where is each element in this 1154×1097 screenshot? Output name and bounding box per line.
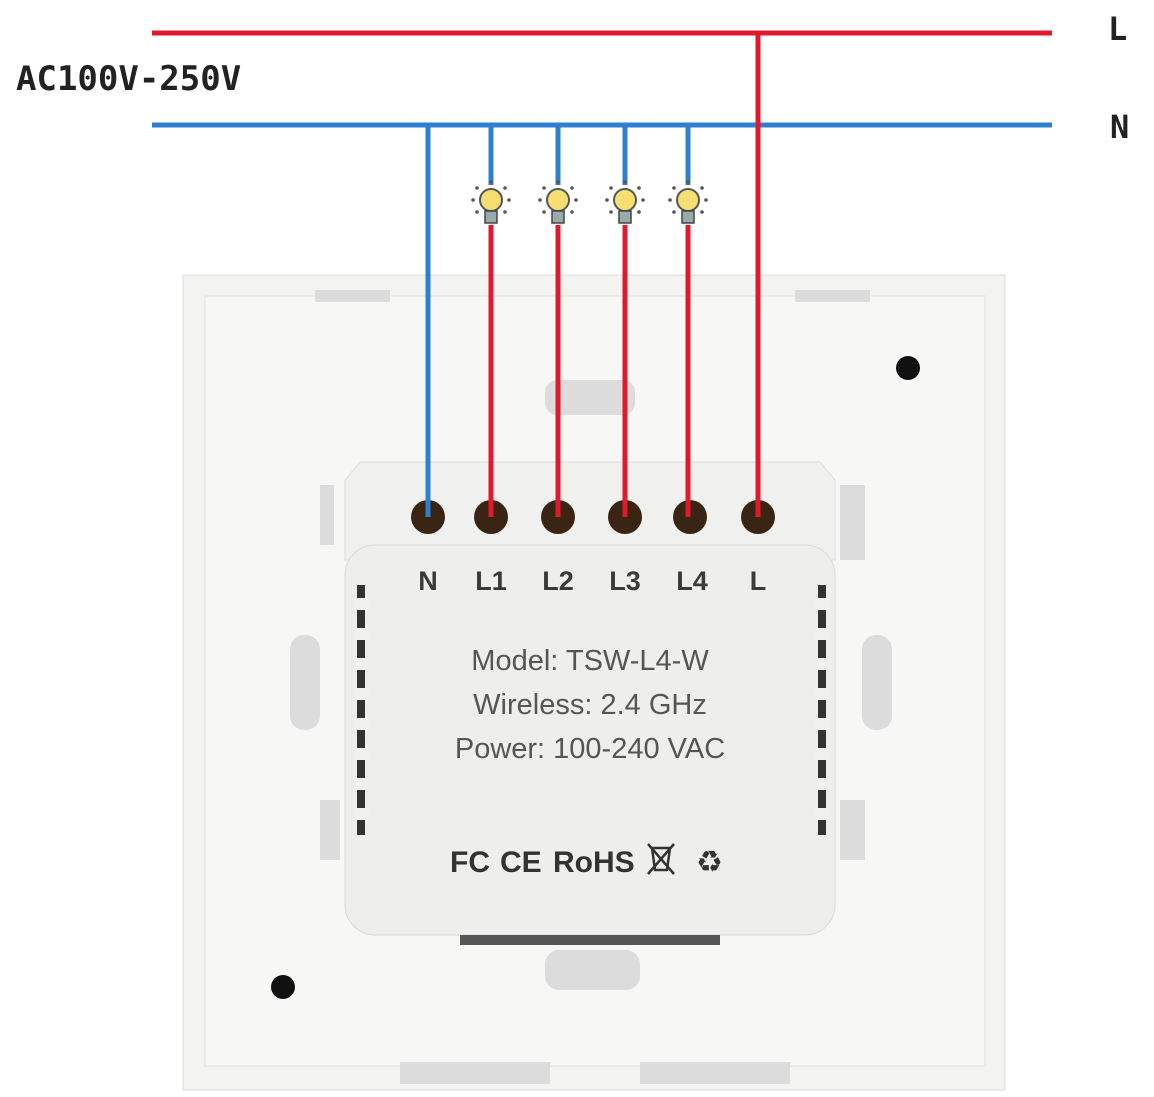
ce-mark: CE (500, 846, 542, 879)
lightbulb-icon (668, 180, 708, 224)
wireless-text: Wireless: 2.4 GHz (473, 689, 707, 721)
bottom-vents (460, 935, 720, 945)
line-label: L (1108, 10, 1127, 48)
terminal-label-l2: L2 (542, 566, 574, 596)
plate-clips (290, 290, 892, 1084)
terminal-label-l3: L3 (609, 566, 641, 596)
terminal-label-n: N (418, 566, 438, 596)
neutral-label: N (1110, 108, 1129, 146)
terminal-block (344, 461, 836, 561)
model-text: Model: TSW-L4-W (471, 645, 709, 677)
vents (357, 585, 826, 835)
voltage-label: AC100V-250V (16, 59, 241, 99)
recycle-icon: ♻ (696, 846, 723, 879)
lightbulb-icon (471, 180, 511, 224)
rohs-mark: RoHS (553, 846, 635, 879)
fcc-mark: FC (450, 846, 490, 879)
power-text: Power: 100-240 VAC (455, 733, 725, 765)
lightbulb-icon (605, 180, 645, 224)
terminal-label-l4: L4 (676, 566, 708, 596)
mount-hole (271, 975, 295, 999)
terminal-label-l: L (750, 566, 767, 596)
lightbulb-icon (538, 180, 578, 224)
weee-bin-icon (647, 843, 675, 875)
terminal-label-l1: L1 (475, 566, 507, 596)
mount-hole (896, 356, 920, 380)
